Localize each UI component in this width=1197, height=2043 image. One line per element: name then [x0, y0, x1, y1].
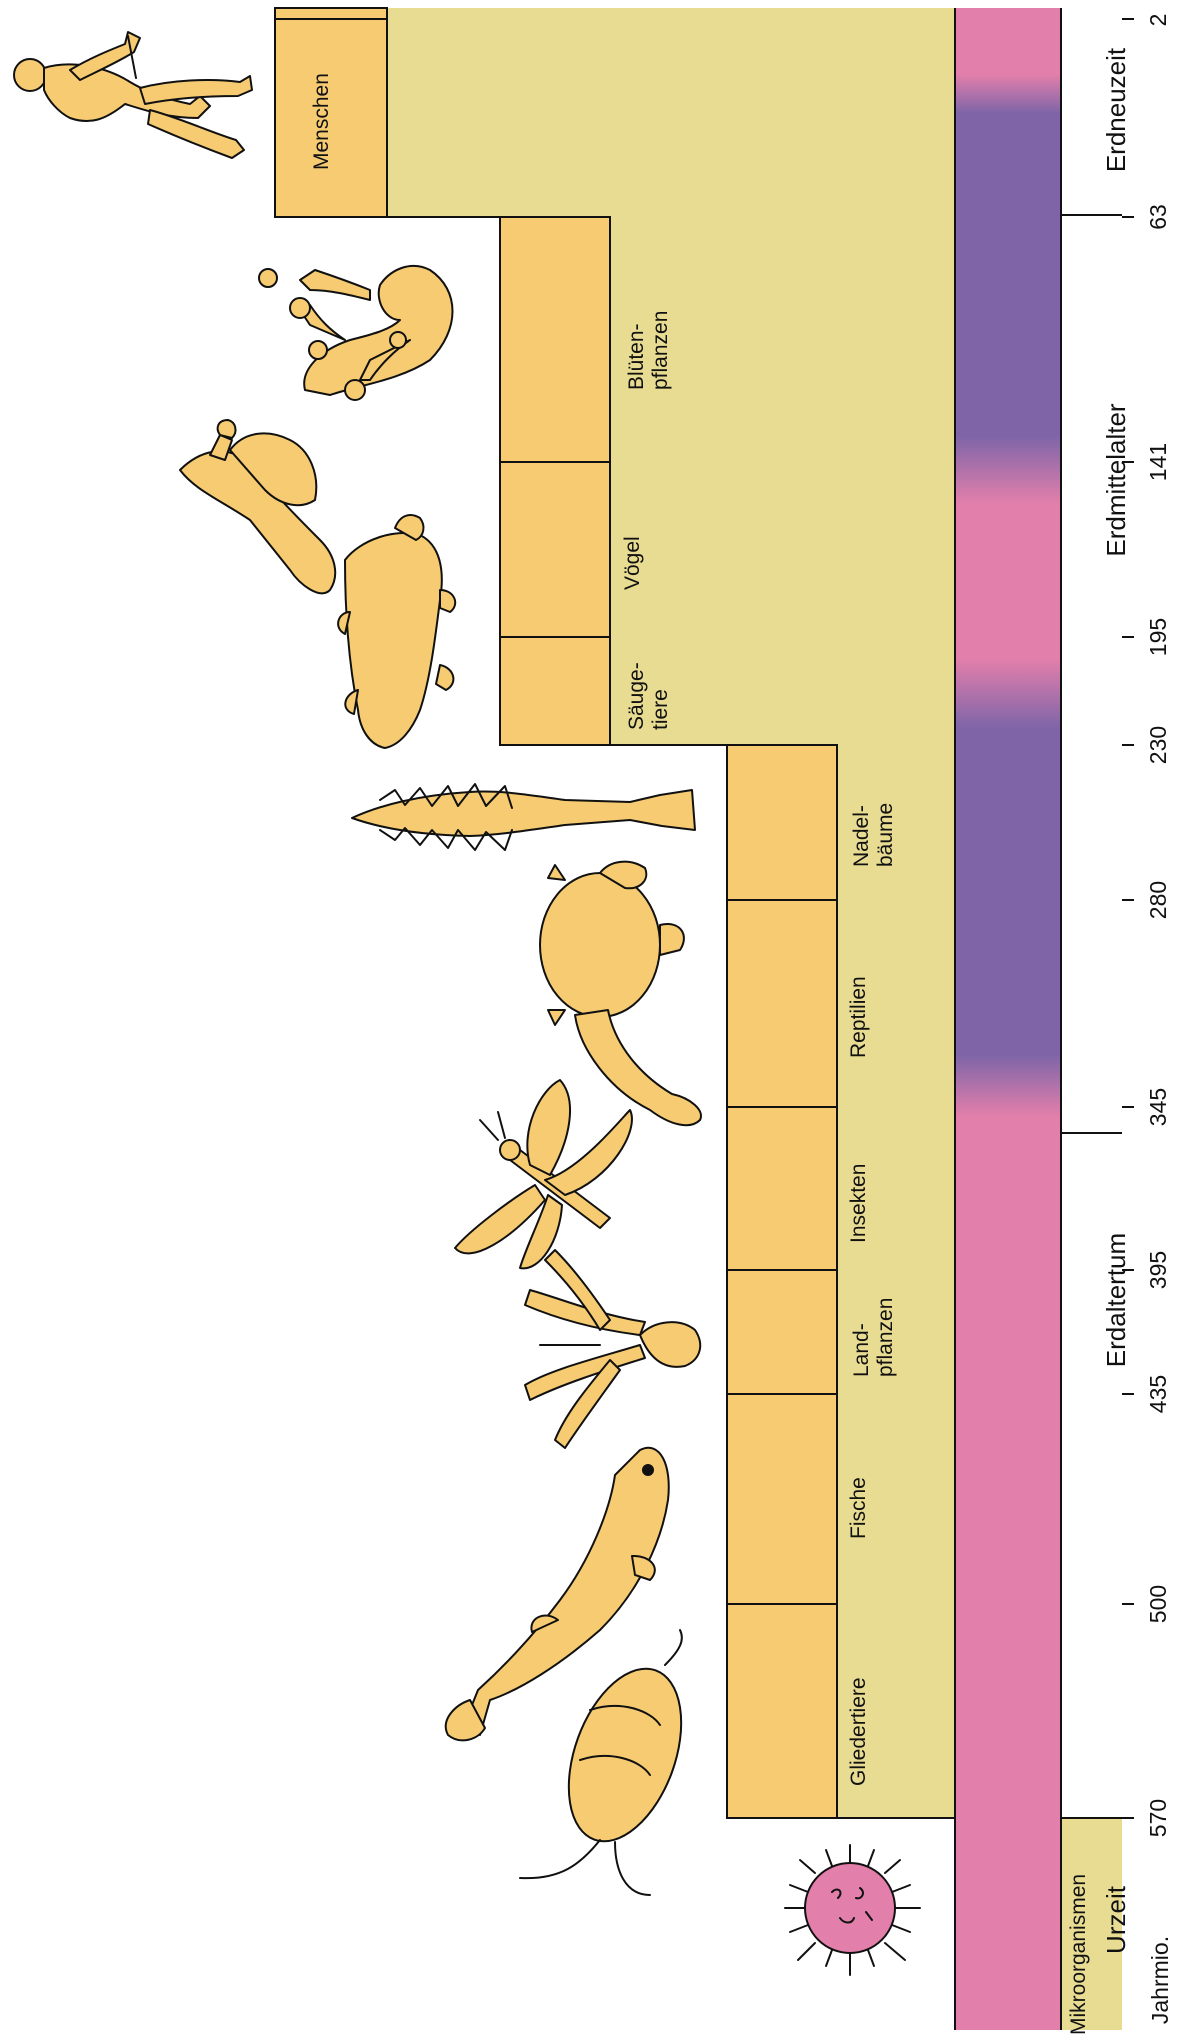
conifer-icon	[352, 784, 695, 850]
tick-label: 500	[1145, 1574, 1175, 1634]
era-erdmittelalter: Erdmittelalter	[1101, 380, 1133, 580]
tick-label: 570	[1145, 1788, 1175, 1848]
microorganism-icon	[785, 1845, 920, 1975]
climate-band	[955, 8, 1061, 2030]
box-reptilien	[727, 900, 837, 1107]
tick-label: 435	[1145, 1364, 1175, 1424]
box-nadelbaeume	[727, 745, 837, 900]
tick-label: 280	[1145, 870, 1175, 930]
tick-label: 395	[1145, 1240, 1175, 1300]
box-insekten	[727, 1107, 837, 1270]
label-nadelbaeume: Nadel- bäume	[850, 777, 904, 867]
tick-label: 230	[1145, 715, 1175, 775]
era-erdaltertum: Erdaltertum	[1101, 1210, 1133, 1390]
dragonfly-icon	[455, 1080, 632, 1268]
box-saeugetiere	[500, 637, 610, 745]
flowering-plant-icon	[259, 266, 453, 400]
axis-unit-label: Jahrmio.	[1147, 1925, 1177, 2035]
tick-label: 345	[1145, 1077, 1175, 1137]
era-urzeit: Urzeit	[1101, 1870, 1133, 1970]
box-bluetenpflanzen	[500, 217, 610, 462]
tick-label: 195	[1145, 607, 1175, 667]
label-mikroorganismen: Mikroorganismen	[1067, 1845, 1097, 2035]
tick-label: 141	[1145, 432, 1175, 492]
label-landpflanzen: Land- pflanzen	[850, 1287, 904, 1377]
land-plant-icon	[525, 1250, 700, 1448]
box-gliedertiere	[727, 1604, 837, 1818]
tick-marks	[1122, 19, 1134, 1818]
label-gliedertiere: Gliedertiere	[847, 1636, 877, 1786]
label-reptilien: Reptilien	[847, 948, 877, 1058]
label-bluetenpflanzen: Blüten- pflanzen	[625, 290, 679, 390]
human-icon	[14, 32, 252, 158]
label-insekten: Insekten	[847, 1133, 877, 1243]
label-menschen: Menschen	[310, 30, 340, 170]
label-saeugetiere: Säuge- tiere	[625, 650, 679, 730]
tick-label: 2	[1145, 0, 1175, 45]
lizard-icon	[338, 515, 455, 748]
tick-label: 63	[1145, 192, 1175, 242]
bird-icon	[180, 420, 335, 593]
box-voegel	[500, 462, 610, 637]
label-voegel: Vögel	[621, 510, 651, 590]
era-erdneuzeit: Erdneuzeit	[1101, 35, 1133, 185]
label-fische: Fische	[847, 1459, 877, 1539]
box-fische	[727, 1394, 837, 1604]
box-landpflanzen	[727, 1270, 837, 1394]
